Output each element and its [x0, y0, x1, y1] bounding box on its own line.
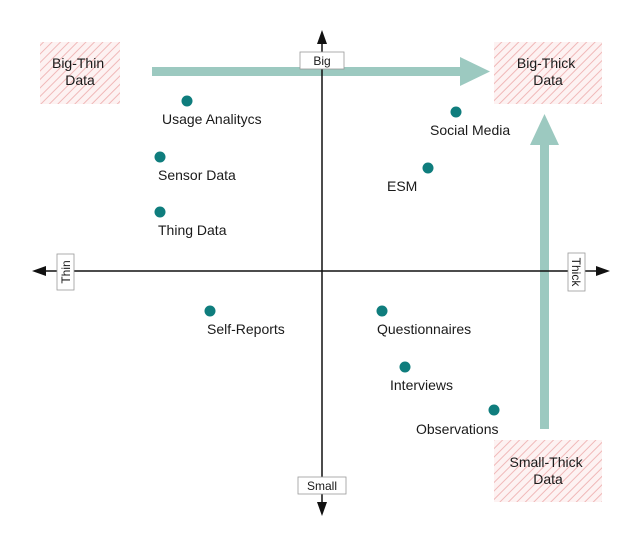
- svg-text:Social Media: Social Media: [430, 122, 510, 138]
- axis-label-thick: Thick: [567, 252, 586, 292]
- big-thick-box: [494, 42, 602, 104]
- svg-text:Thin: Thin: [59, 260, 73, 283]
- point-usage-analytics: Usage Analitycs: [162, 95, 262, 127]
- axis-label-small: Small: [297, 476, 347, 495]
- svg-text:Thing Data: Thing Data: [158, 222, 227, 238]
- svg-text:Self-Reports: Self-Reports: [207, 321, 285, 337]
- point-self-reports: Self-Reports: [204, 305, 285, 337]
- vertical-axis: [317, 30, 327, 516]
- point-questionnaires: Questionnaires: [376, 305, 471, 337]
- svg-text:Usage Analitycs: Usage Analitycs: [162, 111, 262, 127]
- axis-label-thin: Thin: [56, 253, 75, 291]
- axis-label-big: Big: [299, 51, 345, 70]
- small-thick-label: Small-Thick Data: [509, 454, 586, 487]
- svg-text:Sensor Data: Sensor Data: [158, 167, 236, 183]
- big-thick-label: Big-Thick Data: [517, 55, 579, 88]
- svg-text:Questionnaires: Questionnaires: [377, 321, 471, 337]
- point-thing-data: Thing Data: [154, 206, 227, 238]
- svg-text:Small: Small: [307, 479, 337, 493]
- big-thin-label: Big-Thin Data: [52, 55, 108, 88]
- big-thin-to-big-thick-arrow: [152, 57, 490, 86]
- point-social-media: Social Media: [430, 106, 510, 138]
- point-esm: ESM: [387, 162, 434, 194]
- svg-text:Observations: Observations: [416, 421, 498, 437]
- point-sensor-data: Sensor Data: [154, 151, 236, 183]
- small-thick-to-big-thick-arrow: [530, 114, 559, 429]
- horizontal-axis: [32, 266, 610, 276]
- big-thin-box: [40, 42, 120, 104]
- svg-text:Interviews: Interviews: [390, 377, 453, 393]
- point-interviews: Interviews: [390, 361, 453, 393]
- svg-text:Big: Big: [313, 54, 330, 68]
- svg-text:Thick: Thick: [569, 258, 583, 288]
- svg-text:ESM: ESM: [387, 178, 417, 194]
- point-observations: Observations: [416, 404, 500, 437]
- small-thick-box: [494, 440, 602, 502]
